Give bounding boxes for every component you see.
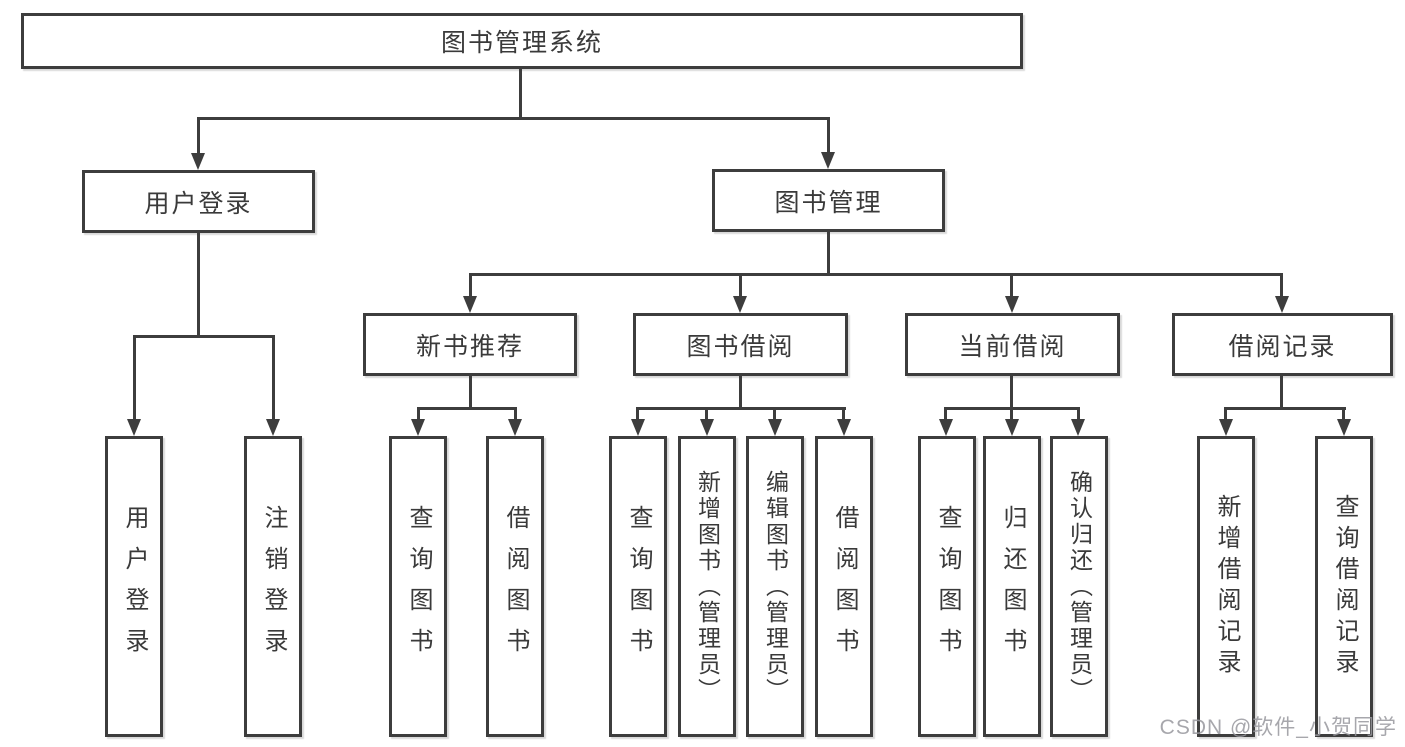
connector-g2-trunk	[739, 376, 742, 409]
arrowhead-g3-3	[1071, 419, 1085, 436]
arrowhead-g1-2	[508, 419, 522, 436]
connector-g2-stem-1	[636, 407, 639, 422]
node-borrow-record-label: 借阅记录	[1228, 332, 1337, 361]
leaf-query-books-recommend-label: 查询图书	[405, 504, 432, 669]
node-user-login-label: 用户登录	[144, 189, 253, 218]
arrowhead-g2-2	[700, 419, 714, 436]
leaf-query-borrow-record: 查询借阅记录	[1315, 436, 1373, 737]
node-current-borrow: 当前借阅	[905, 313, 1120, 376]
arrowhead-g2-3	[768, 419, 782, 436]
leaf-user-login-label: 用户登录	[121, 504, 148, 669]
arrowhead-book-management	[821, 152, 835, 169]
node-user-login: 用户登录	[82, 170, 315, 233]
leaf-return-books: 归还图书	[983, 436, 1041, 737]
connector-g3-trunk	[1010, 376, 1013, 409]
leaf-logout: 注销登录	[244, 436, 302, 737]
connector-user-login-trunk	[197, 233, 200, 336]
connector-g1-trunk	[469, 376, 472, 409]
node-current-borrow-label: 当前借阅	[958, 332, 1067, 361]
connector-stem-new-book	[469, 273, 472, 299]
leaf-query-borrow-record-label: 查询借阅记录	[1331, 493, 1358, 680]
node-borrow-record: 借阅记录	[1172, 313, 1393, 376]
connector-g3-stem-1	[944, 407, 947, 422]
connector-g1-stem-2	[514, 407, 517, 422]
node-new-book-recommend-label: 新书推荐	[415, 332, 524, 361]
node-book-management: 图书管理	[712, 169, 945, 232]
arrowhead-g2-1	[631, 419, 645, 436]
leaf-confirm-return-admin: 确认归还（管理员）	[1050, 436, 1108, 737]
connector-g2-stem-4	[842, 407, 845, 422]
connector-g4-branch	[1224, 407, 1346, 410]
leaf-borrow-books-label: 借阅图书	[831, 504, 858, 669]
connector-root-branch	[197, 117, 830, 120]
arrowhead-borrow-record	[1275, 296, 1289, 313]
node-book-borrow-label: 图书借阅	[686, 332, 795, 361]
connector-g1-branch	[417, 407, 517, 410]
connector-stem-current-borrow	[1010, 273, 1013, 299]
leaf-logout-label: 注销登录	[260, 504, 287, 669]
node-root-label: 图书管理系统	[440, 29, 603, 57]
connector-g3-stem-3	[1077, 407, 1080, 422]
connector-g2-stem-2	[705, 407, 708, 422]
connector-g4-stem-1	[1224, 407, 1227, 422]
leaf-user-login: 用户登录	[105, 436, 163, 737]
connector-g3-stem-2	[1010, 407, 1013, 422]
arrowhead-user-login	[191, 153, 205, 170]
arrowhead-logout-leaf	[266, 419, 280, 436]
leaf-borrow-books-recommend-label: 借阅图书	[502, 504, 529, 669]
node-root: 图书管理系统	[21, 13, 1023, 69]
arrowhead-g3-2	[1005, 419, 1019, 436]
connector-g2-branch	[636, 407, 846, 410]
connector-root-trunk	[519, 69, 522, 119]
leaf-add-borrow-record-label: 新增借阅记录	[1213, 493, 1240, 680]
connector-stem-logout-leaf	[272, 335, 275, 421]
node-book-borrow: 图书借阅	[633, 313, 848, 376]
node-new-book-recommend: 新书推荐	[363, 313, 577, 376]
arrowhead-book-borrow	[733, 296, 747, 313]
leaf-return-books-label: 归还图书	[999, 504, 1026, 669]
leaf-query-books-current: 查询图书	[918, 436, 976, 737]
leaf-add-books-admin: 新增图书（管理员）	[678, 436, 736, 737]
arrowhead-login-leaf	[127, 419, 141, 436]
connector-user-login-branch	[133, 335, 275, 338]
connector-g2-stem-3	[773, 407, 776, 422]
connector-stem-borrow-record	[1280, 273, 1283, 299]
leaf-edit-books-admin: 编辑图书（管理员）	[746, 436, 804, 737]
arrowhead-g3-1	[939, 419, 953, 436]
leaf-query-books-borrow: 查询图书	[609, 436, 667, 737]
connector-stem-book-borrow	[739, 273, 742, 299]
leaf-query-books-recommend: 查询图书	[389, 436, 447, 737]
connector-stem-user-login	[197, 117, 200, 155]
leaf-add-books-admin-label: 新增图书（管理员）	[694, 469, 721, 704]
connector-stem-book-management	[827, 117, 830, 155]
arrowhead-g4-2	[1337, 419, 1351, 436]
leaf-add-borrow-record: 新增借阅记录	[1197, 436, 1255, 737]
leaf-confirm-return-admin-label: 确认归还（管理员）	[1066, 469, 1093, 704]
connector-book-management-trunk	[827, 232, 830, 275]
leaf-edit-books-admin-label: 编辑图书（管理员）	[762, 469, 789, 704]
leaf-borrow-books-recommend: 借阅图书	[486, 436, 544, 737]
connector-g1-stem-1	[417, 407, 420, 422]
arrowhead-current-borrow	[1005, 296, 1019, 313]
arrowhead-g4-1	[1219, 419, 1233, 436]
arrowhead-g2-4	[837, 419, 851, 436]
leaf-query-books-current-label: 查询图书	[934, 504, 961, 669]
csdn-watermark: CSDN @软件_小贺同学	[1159, 716, 1397, 739]
arrowhead-g1-1	[411, 419, 425, 436]
connector-stem-login-leaf	[133, 335, 136, 421]
connector-g4-trunk	[1280, 376, 1283, 409]
arrowhead-new-book	[463, 296, 477, 313]
connector-book-management-branch	[469, 273, 1283, 276]
node-book-management-label: 图书管理	[774, 188, 883, 217]
leaf-query-books-borrow-label: 查询图书	[625, 504, 652, 669]
connector-g4-stem-2	[1342, 407, 1345, 422]
leaf-borrow-books: 借阅图书	[815, 436, 873, 737]
